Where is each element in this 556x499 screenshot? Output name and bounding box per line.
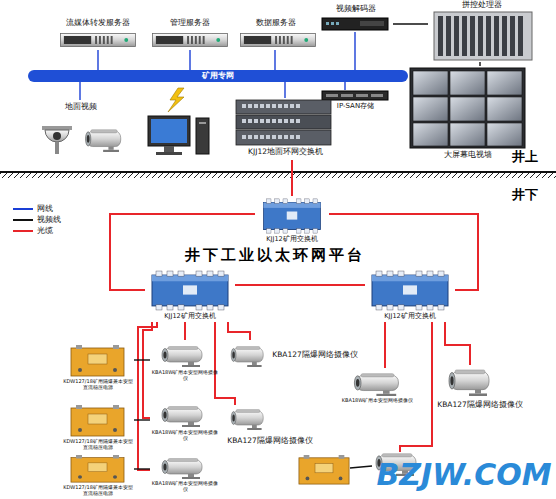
node-label: 拼控处理器 [428, 0, 536, 9]
network-cable [354, 32, 355, 70]
node-label: KBA18W矿用本安型网络摄像仪 [150, 430, 220, 442]
video-cable [134, 419, 150, 420]
legend-item: 视频线 [12, 214, 61, 225]
legend-item: 光缆 [12, 225, 61, 236]
server: 数据服务器 [228, 18, 323, 50]
node-label: 大屏幕电视墙 [405, 150, 530, 159]
node-label: 管理服务器 [140, 18, 240, 27]
network-camera: KBA18W矿用本安型网络摄像仪 [150, 340, 220, 382]
video-cable [134, 359, 150, 360]
legend: 网线视频线光缆 [12, 203, 61, 236]
fiber-cable [215, 322, 235, 405]
node-label: KJJ12矿用交换机 [365, 313, 455, 320]
storage-array: IP-SAN存储 [318, 90, 393, 114]
legend-text: 网线 [37, 203, 53, 214]
server: 流媒体转发服务器 [48, 18, 148, 50]
node-label: KBA127隔爆网络摄像仪 [268, 351, 362, 360]
node-label: 数据服务器 [228, 18, 323, 27]
node-label: KDW127/18矿用隔爆兼本安型直流稳压电源 [62, 379, 134, 391]
node-label: 矿用专网 [28, 71, 408, 80]
node-label: KBA18W矿用本安型网络摄像仪 [335, 398, 420, 404]
power-supply: KDW127/18矿用隔爆兼本安型直流稳压电源 [62, 403, 134, 453]
legend-item: 网线 [12, 203, 61, 214]
network-camera: KBA18W矿用本安型网络摄像仪 [150, 452, 220, 494]
fiber-cable [184, 322, 186, 340]
power-supply: KDW127/18矿用隔爆兼本安型直流稳压电源 [62, 343, 134, 393]
legend-text: 视频线 [37, 214, 61, 225]
network-camera: KBA18W矿用本安型网络摄像仪 [335, 368, 420, 412]
video-cable [134, 468, 150, 469]
ground-ring-switch: KJJ12地面环网交换机 [228, 98, 343, 160]
mine-switch: KJJ12矿用交换机 [365, 268, 455, 322]
fiber-cable [138, 322, 157, 470]
mine-switch: KJJ12矿用交换机 [255, 196, 329, 246]
power-supply: KDW127/18矿用隔爆兼本安型直流稳压电源 [62, 455, 134, 499]
network-cable [274, 50, 275, 70]
node-label: KJJ12矿用交换机 [145, 313, 235, 320]
legend-line-sample [12, 216, 34, 224]
surface-camera-group: 地面视频 [35, 100, 130, 162]
explosion-proof-camera: KBA127隔爆网络摄像仪 [425, 365, 535, 415]
mine-switch: KJJ12矿用交换机 [145, 268, 235, 322]
fiber-cable [228, 322, 250, 340]
node-label: IP-SAN存储 [318, 102, 393, 110]
node-label: KJJ12地面环网交换机 [228, 148, 343, 157]
video-wall: 大屏幕电视墙 [405, 66, 530, 162]
watermark: BZJW.COM [372, 458, 556, 491]
legend-line-sample [12, 227, 34, 235]
server: 管理服务器 [140, 18, 240, 50]
node-label: KBA127隔爆网络摄像仪 [205, 437, 335, 446]
explosion-proof-camera: KBA127隔爆网络摄像仪 [205, 405, 335, 450]
legend-line [13, 219, 33, 221]
node-label: 视频解码器 [318, 4, 393, 13]
legend-line-sample [12, 205, 34, 213]
network-cable [284, 82, 285, 98]
fiber-cable [384, 322, 386, 368]
fiber-cable [445, 322, 470, 365]
video-decoder: 视频解码器 [318, 4, 393, 32]
node-label: 地面视频 [43, 102, 118, 111]
fiber-cable [143, 322, 152, 418]
network-cable [189, 50, 190, 70]
network-cable [344, 82, 345, 90]
fiber-ring [235, 284, 365, 286]
legend-line [13, 208, 33, 210]
node-label: KBA18W矿用本安型网络摄像仪 [150, 370, 220, 382]
legend-text: 光缆 [37, 225, 53, 236]
node-label: KDW127/18矿用隔爆兼本安型直流稳压电源 [62, 439, 134, 451]
video-cable [479, 62, 480, 66]
node-label: KBA127隔爆网络摄像仪 [425, 401, 535, 410]
network-cable [79, 82, 80, 100]
network-camera: KBA18W矿用本安型网络摄像仪 [150, 400, 220, 442]
explosion-proof-camera: KBA127隔爆网络摄像仪 [226, 340, 362, 370]
network-bar: 矿用专网 [28, 70, 408, 82]
video-cable [393, 23, 428, 24]
node-label: KDW127/18矿用隔爆兼本安型直流稳压电源 [62, 485, 134, 497]
node-label: 流媒体转发服务器 [48, 18, 148, 27]
level-label: 井下 [500, 188, 550, 202]
ring-title: 井下工业以太环网平台 [140, 247, 410, 264]
network-cable [97, 50, 98, 70]
legend-line [13, 230, 33, 232]
node-label: KBA18W矿用本安型网络摄像仪 [150, 481, 220, 493]
fiber-cable [291, 160, 293, 196]
splicing-processor: 拼控处理器 [428, 0, 536, 62]
level-label: 井上 [500, 150, 550, 164]
node-label: KJJ12矿用交换机 [255, 236, 329, 243]
